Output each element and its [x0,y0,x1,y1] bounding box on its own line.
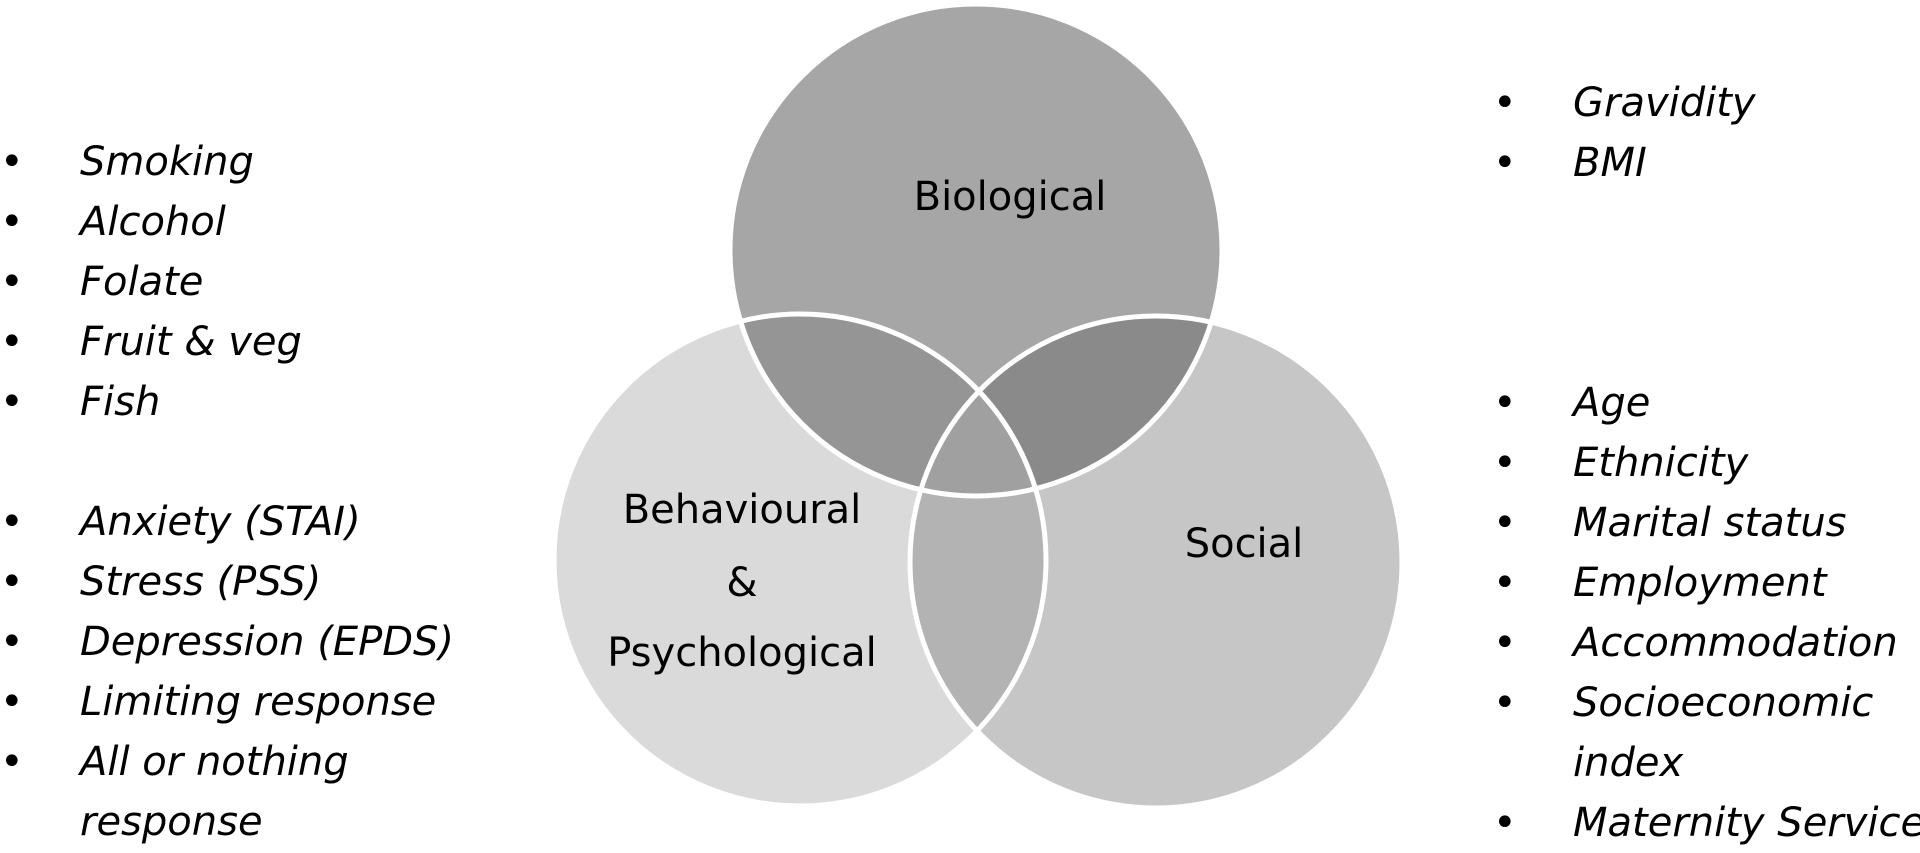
social-factor-item-line: index [1573,740,1684,786]
psychological-factor-item-line: response [80,799,263,845]
social-label: Social [1185,521,1304,567]
psychological-factor-item: Anxiety (STAI) [0,492,454,552]
biological-factor-item: Gravidity [1493,73,1756,133]
social-factors-list: AgeEthnicityMarital statusEmploymentAcco… [1493,373,1920,853]
behavioural-factor-item: Alcohol [0,192,302,252]
psychological-factors-list: Anxiety (STAI)Stress (PSS)Depression (EP… [0,492,454,852]
social-factor-item: Age [1493,373,1920,433]
behavioural-label-line-2: & [726,560,757,606]
overlap-biological-behavioural [730,314,1046,496]
behavioural-factor-item: Fruit & veg [0,312,302,372]
psychological-factor-item: Stress (PSS) [0,552,454,612]
behavioural-factor-item: Fish [0,372,302,432]
social-factor-item: Accommodation [1493,613,1920,673]
biological-factor-item: BMI [1493,133,1756,193]
behavioural-label-line-3: Psychological [607,630,876,676]
social-factor-item: Marital status [1493,493,1920,553]
biological-factors-list: GravidityBMI [1493,73,1756,193]
psychological-factor-item: Limiting response [0,672,454,732]
social-factor-item: Employment [1493,553,1920,613]
behavioural-factor-item: Folate [0,252,302,312]
social-factor-item: Ethnicity [1493,433,1920,493]
behavioural-factors-list: SmokingAlcoholFolateFruit & vegFish [0,132,302,432]
social-factor-item: Socioeconomic index [1493,673,1920,793]
psychological-factor-item: All or nothing response [0,732,454,852]
psychological-factor-item-line: All or nothing [80,739,349,785]
overlap-biological-social [910,316,1222,496]
social-factor-item-line: Socioeconomic [1573,680,1874,726]
behavioural-label-line-1: Behavioural [623,487,862,533]
biological-label: Biological [914,174,1107,220]
psychological-factor-item: Depression (EPDS) [0,612,454,672]
social-factor-item: Maternity Service [1493,793,1920,853]
behavioural-factor-item: Smoking [0,132,302,192]
circle-outlines [551,1,1405,811]
